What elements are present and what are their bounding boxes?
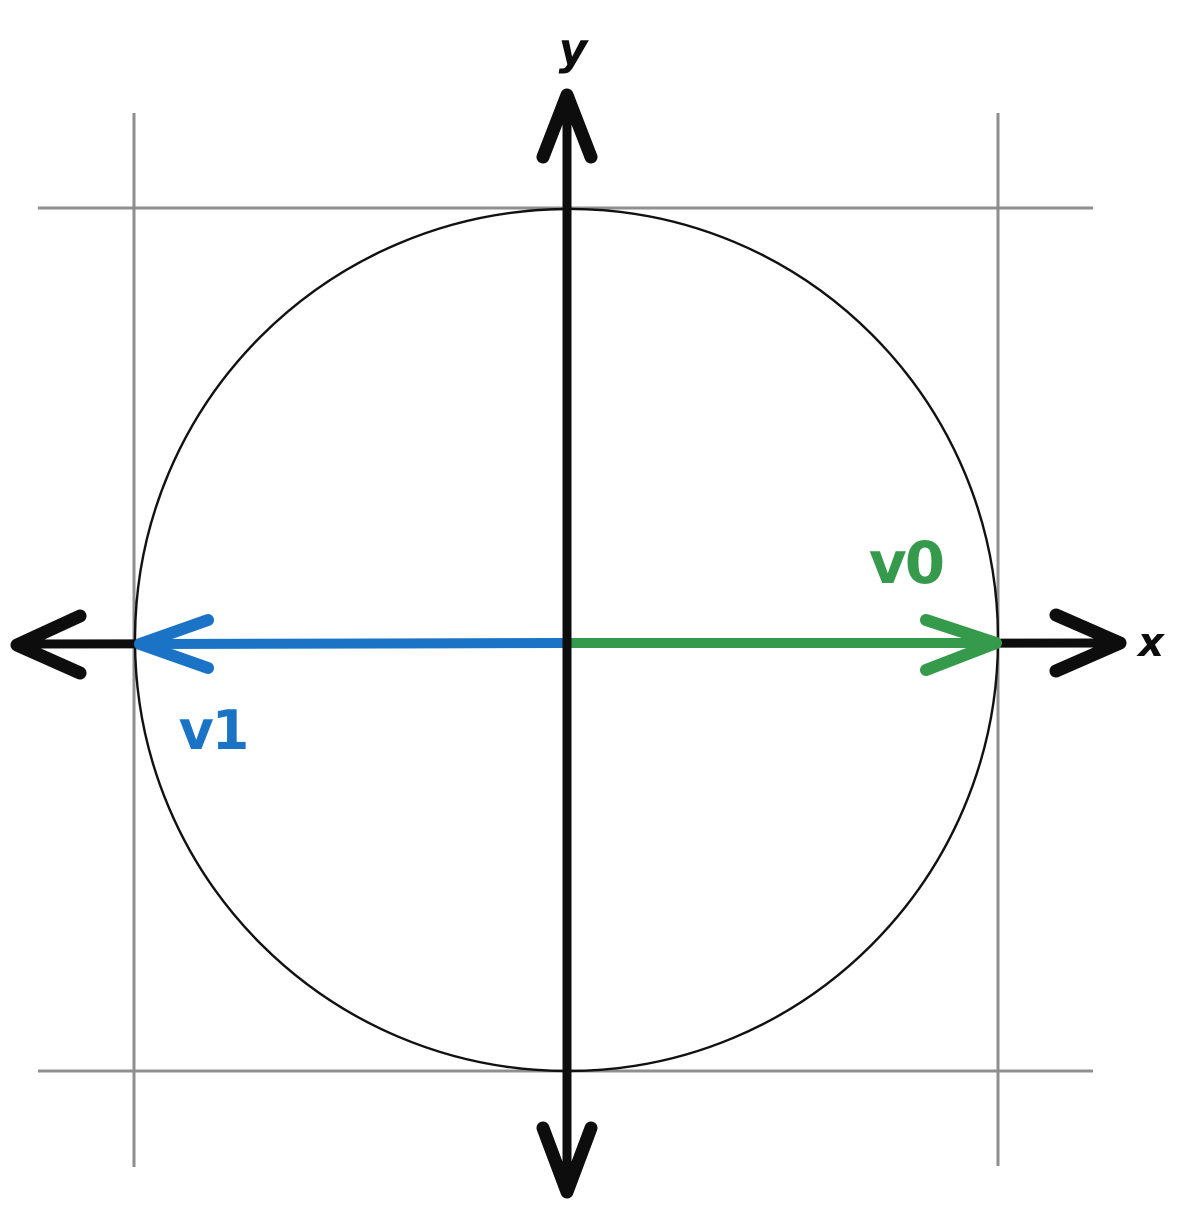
vector-v1-arrowhead bbox=[134, 614, 214, 674]
x-axis-arrowhead-left bbox=[10, 609, 87, 680]
vector-v1 bbox=[145, 638, 569, 649]
y-axis-arrowhead-top bbox=[536, 88, 598, 164]
x-axis-arrowhead-right bbox=[1049, 608, 1127, 678]
vector-v1-label: v1 bbox=[179, 699, 248, 762]
vector-v0-arrowhead bbox=[920, 614, 1002, 676]
y-axis-arrowhead-bottom bbox=[536, 1121, 598, 1199]
y-axis-label: y bbox=[559, 24, 590, 75]
vector-v0-label: v0 bbox=[869, 529, 943, 597]
y-axis-line bbox=[561, 95, 572, 1193]
x-axis-label: x bbox=[1136, 620, 1165, 666]
